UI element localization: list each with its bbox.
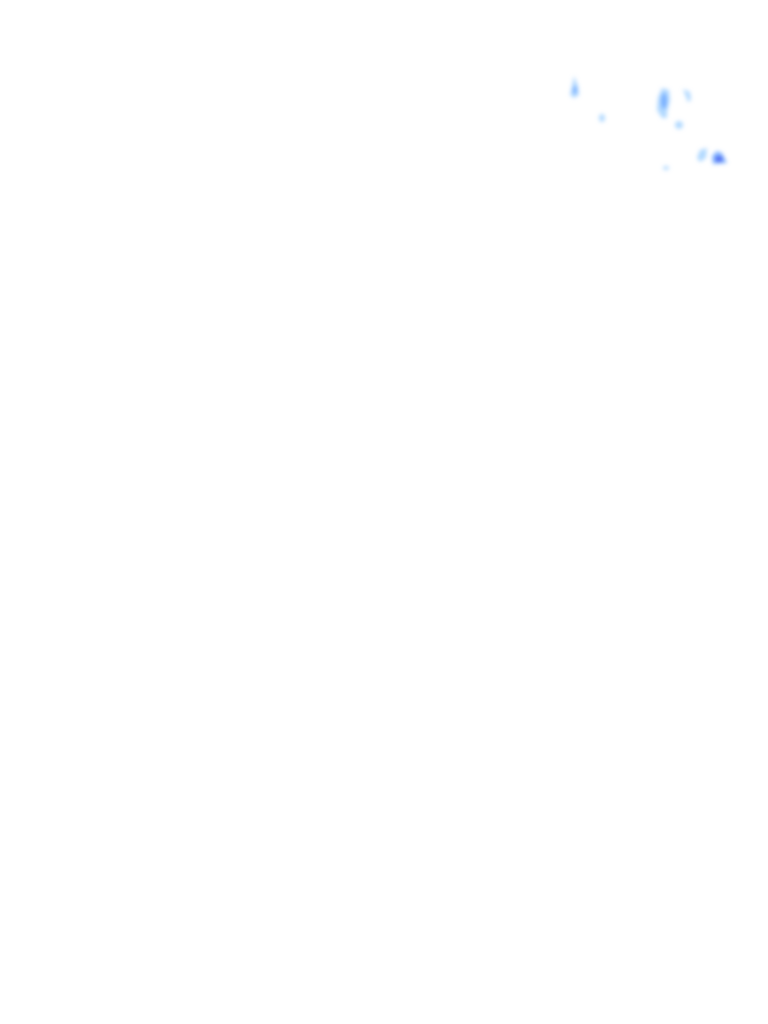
precip-cell [715, 156, 723, 162]
precip-cell [599, 114, 605, 122]
precip-cell [661, 93, 667, 109]
precip-cell [573, 86, 577, 94]
precip-cell [683, 89, 691, 102]
precip-cell [663, 166, 669, 170]
precip-cell [675, 121, 683, 129]
precip-cell [697, 148, 707, 162]
